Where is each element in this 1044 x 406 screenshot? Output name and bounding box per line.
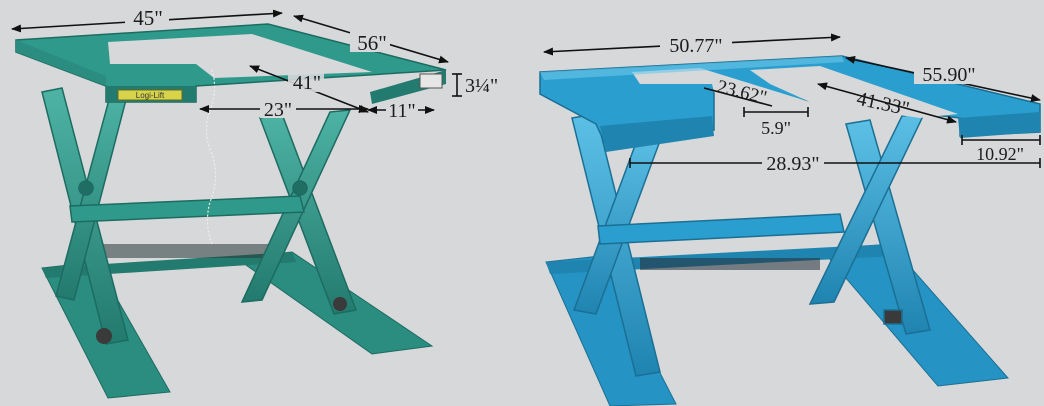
left-lift-table: Logi-Lift (15, 23, 447, 399)
right-width-label: 55.90" (922, 64, 975, 86)
right-fork-width-label: 10.92" (976, 144, 1024, 164)
left-cable (205, 69, 217, 245)
left-length-label: 45" (133, 6, 163, 30)
right-length-label: 50.77" (669, 35, 722, 57)
left-wheel (96, 328, 112, 344)
label-plate-text: Logi-Lift (136, 91, 165, 100)
right-dimension-labels: 50.77" 55.90" 41.33" 23.62" 5.9" 10.92" … (660, 34, 1024, 175)
left-fork-width-label: 11" (388, 100, 415, 122)
label-plate (117, 89, 183, 101)
right-slot-width-label: 5.9" (761, 118, 791, 138)
left-inner-depth-label: 41" (293, 72, 321, 94)
left-wheel (333, 297, 347, 311)
left-height-label: 3¼" (465, 75, 498, 97)
left-width-label: 56" (357, 31, 387, 55)
right-lift-table (539, 55, 1041, 406)
warning-label (419, 73, 443, 89)
right-scissor-arms (571, 113, 931, 377)
left-dimension-labels: 45" 56" 3¼" 41" 23" 11" (125, 6, 498, 122)
right-opening-label: 28.93" (766, 153, 819, 175)
left-opening-label: 23" (264, 99, 292, 121)
